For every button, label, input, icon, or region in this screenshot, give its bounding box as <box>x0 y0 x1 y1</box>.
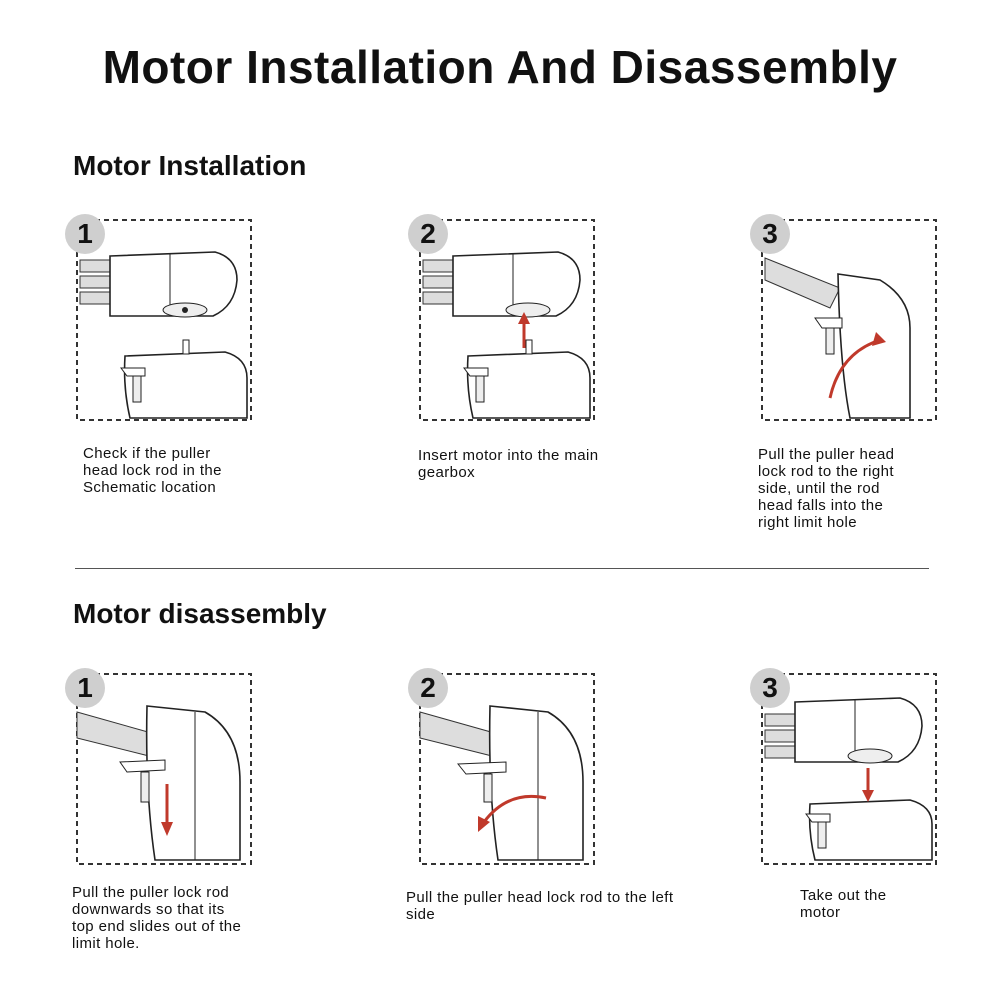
install-step-2-caption: Insert motor into the main gearbox <box>418 447 599 481</box>
step-badge: 1 <box>65 668 105 708</box>
disassembly-step-3-caption: Take out the motor <box>800 887 887 921</box>
section-divider <box>75 568 929 569</box>
motor-drawing-icon <box>76 673 252 865</box>
disassembly-step-1-illustration: 1 <box>65 668 255 877</box>
step-badge: 3 <box>750 214 790 254</box>
disassembly-step-2-caption: Pull the puller head lock rod to the lef… <box>406 889 674 923</box>
disassembly-heading: Motor disassembly <box>73 598 327 629</box>
motor-drawing-icon <box>761 219 937 421</box>
step-badge: 3 <box>750 668 790 708</box>
disassembly-step-1-caption: Pull the puller lock rod downwards so th… <box>72 884 242 952</box>
disassembly-step-2-illustration: 2 <box>408 668 598 877</box>
install-step-1-illustration: 1 <box>65 214 255 423</box>
motor-drawing-icon <box>76 219 252 421</box>
page-title: Motor Installation And Disassembly <box>102 41 898 93</box>
install-step-1-caption: Check if the puller head lock rod in the… <box>83 445 222 496</box>
install-step-3-caption: Pull the puller head lock rod to the rig… <box>758 446 895 531</box>
installation-heading: Motor Installation <box>73 150 307 181</box>
step-badge: 1 <box>65 214 105 254</box>
step-badge: 2 <box>408 214 448 254</box>
install-step-3-illustration: 3 <box>750 214 940 423</box>
motor-drawing-icon <box>761 673 937 865</box>
step-badge: 2 <box>408 668 448 708</box>
install-step-2-illustration: 2 <box>408 214 598 423</box>
motor-drawing-icon <box>419 219 595 421</box>
motor-drawing-icon <box>419 673 595 865</box>
disassembly-step-3-illustration: 3 <box>750 668 940 877</box>
